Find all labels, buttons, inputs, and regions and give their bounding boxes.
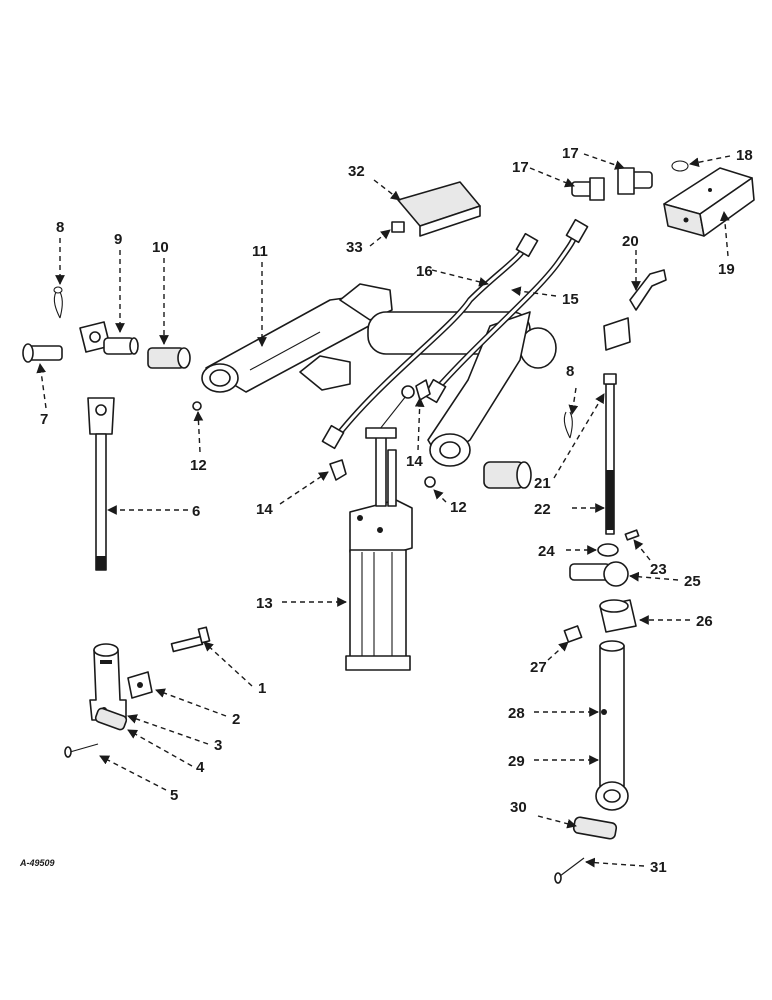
callout-17: 17 — [512, 159, 529, 176]
callout-17: 17 — [562, 145, 579, 162]
callout-2: 2 — [232, 711, 240, 728]
key-part — [624, 529, 640, 541]
hydraulic-cylinder-part — [345, 385, 415, 671]
callout-10: 10 — [152, 239, 169, 256]
figure-id: A-49509 — [19, 858, 55, 868]
valve-block-part — [663, 167, 755, 237]
lift-link-part — [595, 640, 629, 811]
grease-fitting-part — [192, 401, 202, 411]
callout-33: 33 — [346, 239, 363, 256]
callout-14: 14 — [406, 453, 423, 470]
clevis-pin-small-part — [64, 743, 99, 758]
callout-27: 27 — [530, 659, 547, 676]
callout-11: 11 — [252, 243, 268, 260]
callout-7: 7 — [40, 411, 48, 428]
adjusting-rod-part — [87, 397, 115, 571]
cotter-pin-part — [53, 286, 63, 319]
callout-9: 9 — [114, 231, 122, 248]
grease-fitting-part — [601, 709, 607, 715]
cover-plate-part — [397, 181, 481, 237]
rockshaft-part — [201, 283, 557, 467]
arm-bushing-part — [483, 461, 532, 489]
clamp-part — [127, 671, 153, 699]
callout-29: 29 — [508, 753, 525, 770]
callout-28: 28 — [508, 705, 525, 722]
washer-part — [597, 543, 619, 557]
link-pin-part — [572, 816, 618, 840]
yoke-pin-part — [79, 321, 139, 355]
hose-clip-part — [329, 459, 347, 481]
clevis-pin-part — [22, 343, 63, 363]
hose-part — [321, 218, 589, 450]
callout-22: 22 — [534, 501, 551, 518]
callout-21: 21 — [534, 475, 551, 492]
callout-19: 19 — [718, 261, 735, 278]
callout-1: 1 — [258, 680, 266, 697]
grease-fitting-part — [424, 476, 436, 488]
callout-16: 16 — [416, 263, 433, 280]
o-ring-part — [671, 160, 689, 172]
callout-32: 32 — [348, 163, 365, 180]
callout-26: 26 — [696, 613, 713, 630]
adjusting-nut-part — [599, 599, 637, 633]
swivel-part — [569, 561, 629, 587]
leader-lines — [36, 153, 731, 868]
bracket-part — [603, 269, 667, 351]
callout-20: 20 — [622, 233, 639, 250]
elbow-fitting-part — [571, 177, 605, 201]
callout-24: 24 — [538, 543, 555, 560]
clevis-part — [89, 643, 127, 721]
callout-5: 5 — [170, 787, 178, 804]
callout-12: 12 — [450, 499, 467, 516]
threaded-rod-part — [603, 373, 617, 535]
callout-15: 15 — [562, 291, 579, 308]
callout-14: 14 — [256, 501, 273, 518]
bushing-part — [147, 347, 191, 369]
callout-3: 3 — [214, 737, 222, 754]
pin-part — [94, 707, 128, 731]
callout-18: 18 — [736, 147, 753, 164]
callout-6: 6 — [192, 503, 200, 520]
callout-4: 4 — [196, 759, 205, 776]
callout-25: 25 — [684, 573, 701, 590]
callout-8: 8 — [56, 219, 64, 236]
link-clevis-pin-part — [554, 857, 585, 884]
hose-clip-part — [415, 379, 431, 401]
nut-part — [391, 221, 405, 233]
callout-30: 30 — [510, 799, 527, 816]
callout-23: 23 — [650, 561, 667, 578]
bolt-part — [170, 626, 211, 653]
callout-12: 12 — [190, 457, 207, 474]
callout-8: 8 — [566, 363, 574, 380]
cotter-pin-part — [563, 411, 573, 439]
elbow-fitting-part — [617, 167, 653, 195]
set-screw-part — [563, 625, 583, 643]
callout-31: 31 — [650, 859, 667, 876]
callout-13: 13 — [256, 595, 273, 612]
